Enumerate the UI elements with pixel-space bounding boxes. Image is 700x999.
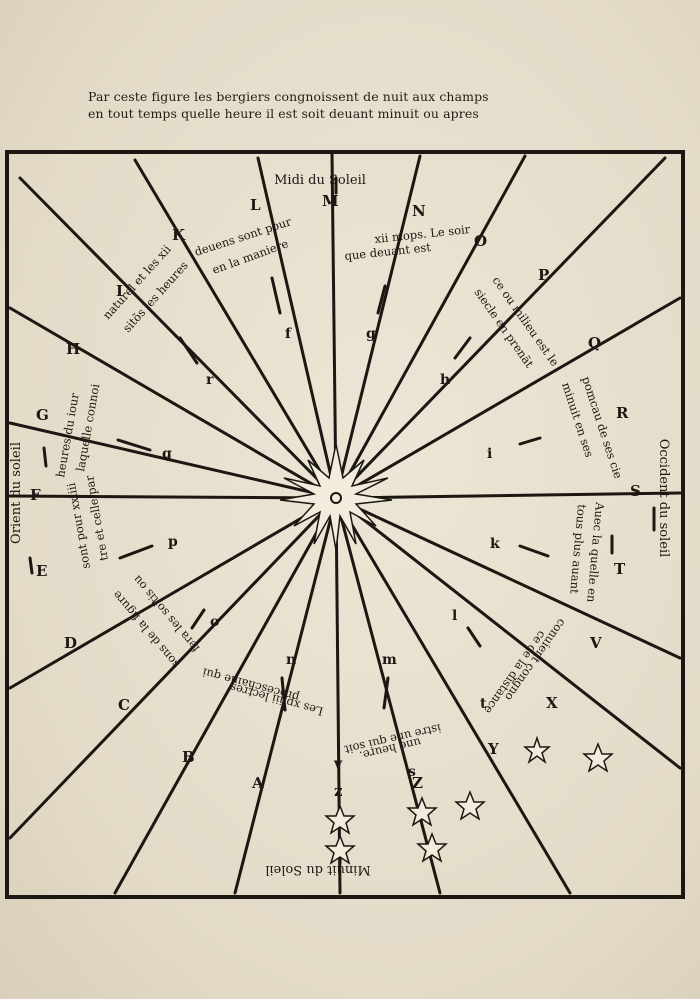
ray-noon xyxy=(330,152,338,500)
ray xyxy=(334,156,667,500)
svg-text:N: N xyxy=(412,202,426,220)
svg-text:R: R xyxy=(616,404,629,422)
label-noon: Midi du Soleil xyxy=(274,173,366,188)
ray xyxy=(334,496,682,770)
svg-text:o: o xyxy=(210,614,219,630)
ray xyxy=(334,496,682,660)
ray xyxy=(8,306,338,500)
svg-text:Q: Q xyxy=(588,334,601,352)
svg-text:h: h xyxy=(440,372,450,388)
svg-text:F: F xyxy=(30,486,41,504)
svg-text:I: I xyxy=(116,282,123,300)
caption-line-2: en tout temps quelle heure il est soit d… xyxy=(88,106,479,121)
star-icon xyxy=(416,831,448,863)
svg-text:Z: Z xyxy=(412,774,423,792)
star-icons xyxy=(324,735,614,865)
star-icon xyxy=(324,803,356,835)
star-icon xyxy=(324,833,356,865)
star-icon xyxy=(582,741,614,773)
ray xyxy=(334,496,572,895)
woodcut-diagram: Midi du Soleil Minuit du Soleil Orient d… xyxy=(5,150,685,899)
svg-text:X: X xyxy=(546,694,558,712)
ray xyxy=(233,496,338,895)
svg-text:C: C xyxy=(118,696,130,714)
svg-text:l: l xyxy=(452,608,457,624)
svg-text:i: i xyxy=(487,446,492,462)
svg-text:L: L xyxy=(250,196,261,214)
svg-text:A: A xyxy=(251,774,264,792)
svg-text:r: r xyxy=(206,372,214,388)
hour-rays xyxy=(8,152,682,895)
svg-text:p: p xyxy=(168,534,178,550)
ray xyxy=(113,496,338,895)
tick-dashes xyxy=(28,176,656,865)
svg-text:D: D xyxy=(64,634,77,652)
svg-text:v: v xyxy=(333,756,343,772)
ray-east xyxy=(8,494,338,500)
svg-text:z: z xyxy=(334,782,343,800)
svg-text:ce de la distance: ce de la distance xyxy=(481,628,549,716)
ray xyxy=(256,156,338,500)
ray xyxy=(18,176,338,500)
star-icon xyxy=(522,735,552,765)
svg-text:g: g xyxy=(366,326,376,342)
label-west: Occident du soleil xyxy=(656,439,671,558)
label-east: Orient du soleil xyxy=(9,442,24,544)
svg-text:O: O xyxy=(474,232,487,250)
ray xyxy=(334,496,442,895)
svg-text:K: K xyxy=(172,226,186,244)
svg-text:k: k xyxy=(490,536,500,552)
svg-text:M: M xyxy=(322,192,339,210)
svg-text:Y: Y xyxy=(487,740,499,758)
ray xyxy=(334,154,422,500)
ray-west xyxy=(334,491,682,500)
svg-text:q: q xyxy=(162,446,172,462)
ray-midnight xyxy=(334,496,342,895)
svg-text:f: f xyxy=(285,326,292,342)
svg-text:P: P xyxy=(538,266,549,284)
svg-text:E: E xyxy=(36,562,47,580)
star-clock-figure: Midi du Soleil Minuit du Soleil Orient d… xyxy=(0,148,700,908)
svg-text:n: n xyxy=(286,652,296,668)
svg-text:B: B xyxy=(182,748,195,766)
ray xyxy=(334,296,682,500)
figure-caption: Par ceste figure les bergiers congnoisse… xyxy=(88,88,608,122)
figure-frame xyxy=(5,150,685,899)
svg-text:m: m xyxy=(382,652,397,668)
star-icon xyxy=(454,789,486,821)
svg-text:V: V xyxy=(589,634,602,652)
ray xyxy=(8,496,338,690)
ray xyxy=(8,421,338,500)
svg-text:H: H xyxy=(66,340,80,358)
outer-letters: L M N O P Q R S T V K I H G F E D C B A xyxy=(30,192,641,800)
inner-letters: f g h i k l m n o p q r s t v xyxy=(162,326,500,780)
svg-text:S: S xyxy=(630,482,641,500)
ray xyxy=(334,154,527,500)
svg-text:t: t xyxy=(480,696,487,712)
sun-icon xyxy=(279,443,393,551)
ray xyxy=(8,496,338,840)
svg-text:T: T xyxy=(614,560,626,578)
star-icon xyxy=(406,795,438,827)
svg-text:s: s xyxy=(408,764,416,780)
svg-text:G: G xyxy=(36,406,49,424)
caption-line-1: Par ceste figure les bergiers congnoisse… xyxy=(88,89,489,104)
ray xyxy=(133,158,338,500)
label-midnight: Minuit du Soleil xyxy=(265,862,370,877)
svg-text:tous plus auant: tous plus auant xyxy=(567,504,589,595)
